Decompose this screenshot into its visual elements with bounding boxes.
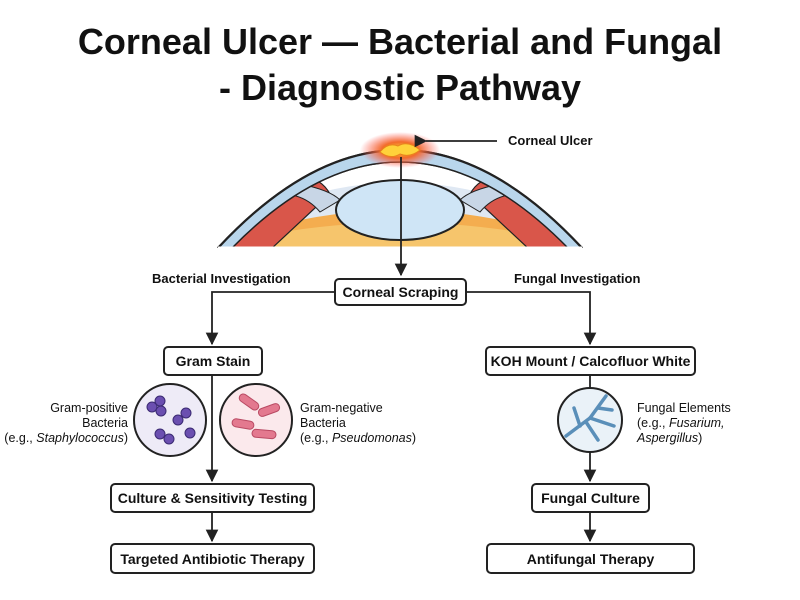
corneal-scraping-box: Corneal Scraping — [334, 278, 467, 306]
arrow-to-koh — [467, 291, 597, 346]
fungal-elements-description: Fungal Elements (e.g., Fusarium, Aspergi… — [637, 401, 731, 445]
connector-arrows — [205, 134, 597, 543]
antifungal-therapy-box: Antifungal Therapy — [486, 543, 695, 574]
gram-positive-description: Gram-positive Bacteria (e.g., Staphyloco… — [4, 401, 128, 445]
lens — [335, 179, 465, 241]
page-title-line-2: - Diagnostic Pathway — [218, 67, 582, 108]
fungal-culture-box: Fungal Culture — [531, 483, 650, 513]
gram-negative-description: Gram-negative Bacteria (e.g., Pseudomona… — [300, 401, 417, 445]
culture-sensitivity-box: Culture & Sensitivity Testing — [110, 483, 315, 513]
gram-negative-bacteria-icon — [219, 383, 293, 457]
fungal-hyphae-icon — [557, 387, 623, 453]
arrow-to-gram-stain — [205, 291, 334, 346]
gram-positive-bacteria-icon — [133, 383, 207, 457]
bacterial-investigation-label: Bacterial Investigation — [152, 271, 291, 286]
page-title-line-1: Corneal Ulcer — Bacterial and Fungal — [77, 21, 723, 62]
eye-cross-section-illustration — [217, 132, 583, 250]
gram-stain-box: Gram Stain — [163, 346, 263, 376]
targeted-antibiotic-box: Targeted Antibiotic Therapy — [110, 543, 315, 574]
ulcer-lesion — [379, 143, 421, 158]
fungal-investigation-label: Fungal Investigation — [514, 271, 641, 286]
koh-mount-box: KOH Mount / Calcofluor White — [485, 346, 696, 376]
corneal-ulcer-label: Corneal Ulcer — [508, 133, 593, 148]
